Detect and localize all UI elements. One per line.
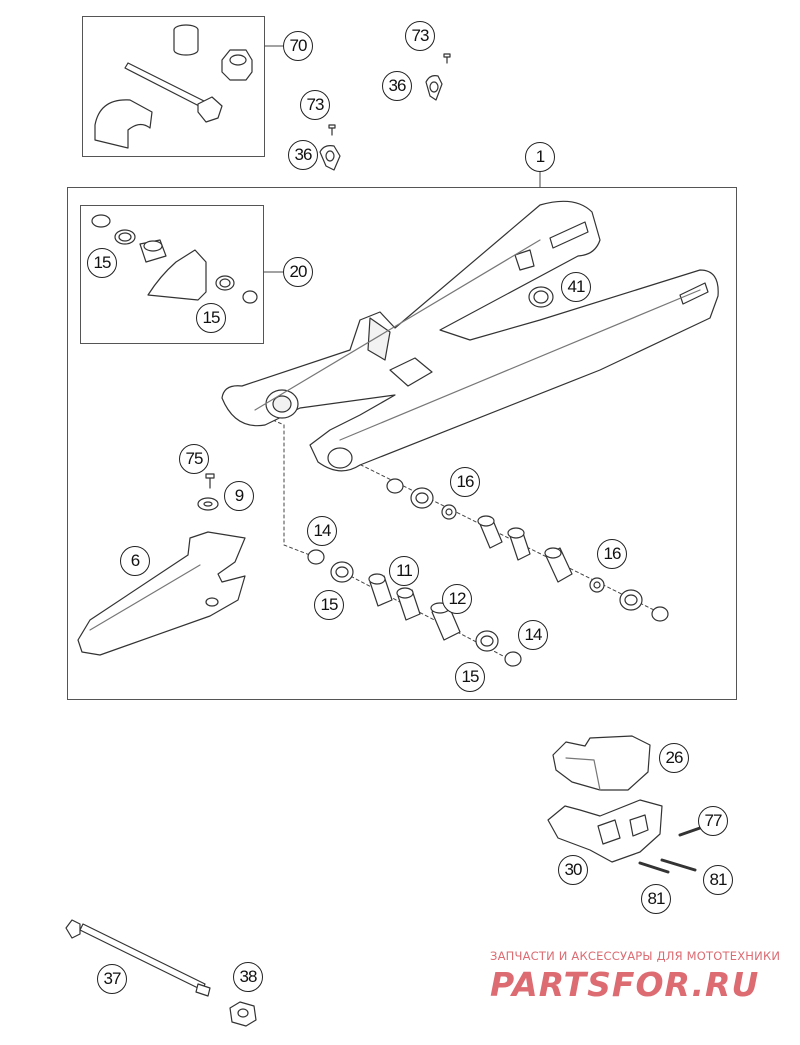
callout-41: 41 bbox=[561, 272, 591, 302]
callout-37: 37 bbox=[97, 964, 127, 994]
part-77-screw bbox=[678, 826, 702, 837]
callout-30: 30 bbox=[558, 855, 588, 885]
callout-15c: 15 bbox=[314, 590, 344, 620]
callout-81b: 81 bbox=[703, 865, 733, 895]
callout-36a: 36 bbox=[382, 71, 412, 101]
callout-15b: 15 bbox=[196, 303, 226, 333]
callout-12: 12 bbox=[442, 584, 472, 614]
callout-6: 6 bbox=[120, 546, 150, 576]
bearing-kit-box bbox=[80, 205, 264, 344]
callout-38: 38 bbox=[233, 962, 263, 992]
part-9-washer bbox=[197, 497, 219, 511]
watermark-logo: PARTSFOR.RU bbox=[490, 966, 759, 1002]
upper-bearing-stack bbox=[386, 478, 669, 622]
callout-36b: 36 bbox=[288, 140, 318, 170]
callout-73b: 73 bbox=[300, 90, 330, 120]
callout-16a: 16 bbox=[450, 467, 480, 497]
callout-1: 1 bbox=[525, 142, 555, 172]
part-75-screw bbox=[205, 473, 215, 489]
watermark-logo-text: PARTSFOR.RU bbox=[490, 966, 759, 1002]
callout-15a: 15 bbox=[87, 248, 117, 278]
part-36-clamp-lower bbox=[319, 145, 341, 171]
part-70-bushing bbox=[221, 49, 253, 81]
part-70-bush-half bbox=[94, 99, 153, 149]
part-70-bolt bbox=[124, 62, 223, 123]
part-20-kit bbox=[91, 214, 258, 304]
callout-73a: 73 bbox=[405, 21, 435, 51]
callout-81a: 81 bbox=[641, 884, 671, 914]
watermark-caption: ЗАПЧАСТИ И АКСЕССУАРЫ ДЛЯ МОТОТЕХНИКИ bbox=[490, 949, 781, 963]
callout-77: 77 bbox=[698, 806, 728, 836]
swingarm-box bbox=[67, 187, 737, 700]
part-37-axle bbox=[65, 919, 211, 997]
part-41-seal bbox=[528, 286, 554, 308]
lower-bearing-stack bbox=[307, 549, 522, 667]
callout-26: 26 bbox=[659, 743, 689, 773]
part-81-screw-b bbox=[660, 858, 697, 872]
callout-11: 11 bbox=[389, 556, 419, 586]
part-70-spacer bbox=[173, 24, 199, 56]
part-26-chain-guide bbox=[552, 735, 651, 791]
part-36-clamp-upper bbox=[425, 75, 443, 101]
part-1-swingarm bbox=[221, 200, 719, 472]
callout-75: 75 bbox=[179, 444, 209, 474]
callout-14a: 14 bbox=[307, 516, 337, 546]
callout-9: 9 bbox=[224, 481, 254, 511]
callout-20: 20 bbox=[283, 257, 313, 287]
part-38-nut bbox=[229, 1001, 257, 1027]
part-30-guide-bracket bbox=[547, 799, 663, 863]
callout-14b: 14 bbox=[518, 620, 548, 650]
part-81-screw-a bbox=[638, 861, 670, 874]
callout-16b: 16 bbox=[597, 539, 627, 569]
part-73-screw-lower bbox=[328, 124, 336, 136]
part-6-chain-slider bbox=[77, 531, 246, 656]
part-73-screw-upper bbox=[443, 53, 451, 64]
callout-15d: 15 bbox=[455, 662, 485, 692]
hardware-kit-box bbox=[82, 16, 265, 157]
callout-70: 70 bbox=[283, 31, 313, 61]
